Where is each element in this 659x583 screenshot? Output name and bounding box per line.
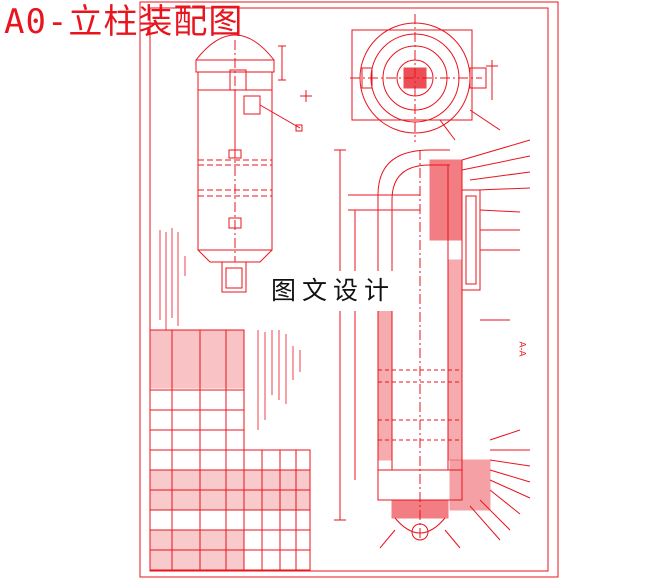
inner-frame [149, 7, 549, 572]
parts-list [149, 329, 311, 571]
tech-requirements [159, 228, 301, 430]
watermark-label: 图文设计 [252, 271, 414, 311]
outer-frame [139, 1, 559, 578]
elevation-view [195, 34, 312, 293]
section-label: A-A [516, 341, 527, 357]
drawing-title: A0-立柱装配图 [4, 2, 244, 42]
top-section-view [350, 14, 501, 142]
longitudinal-section [334, 139, 531, 549]
